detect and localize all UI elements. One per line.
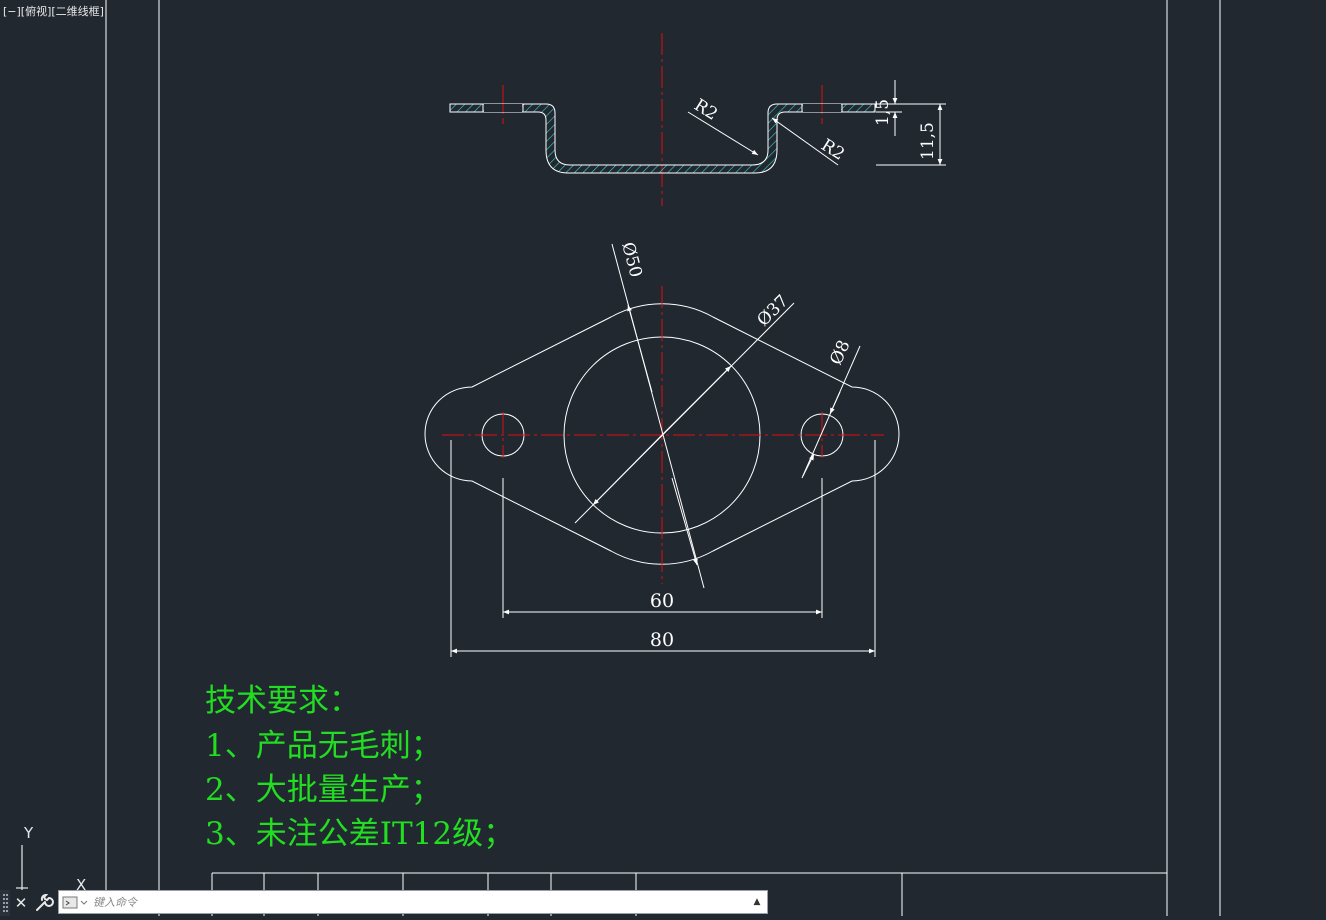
notes-item-2: 2、大批量生产；: [205, 772, 442, 808]
technical-notes: 技术要求： 1、产品无毛刺； 2、大批量生产； 3、未注公差IT12级；: [205, 683, 514, 852]
ucs-y-label: Y: [23, 824, 34, 842]
plan-view[interactable]: Ø50 Ø37 Ø8 60 80: [424, 240, 900, 657]
close-icon[interactable]: ✕: [14, 894, 28, 912]
dim-hole-spacing: 60: [650, 590, 674, 612]
dim-thickness: 1,5: [873, 99, 893, 126]
dim-r-right: R2: [817, 135, 848, 164]
notes-item-3: 3、未注公差IT12级；: [205, 816, 514, 852]
wrench-icon[interactable]: [34, 893, 54, 913]
section-profile: [449, 103, 876, 174]
command-input[interactable]: [93, 893, 733, 911]
notes-item-1: 1、产品无毛刺；: [205, 728, 442, 764]
dim-height: 11,5: [918, 122, 938, 160]
chevron-up-icon[interactable]: ▲: [753, 897, 761, 907]
flange-outline: [424, 303, 900, 565]
ucs-icon: [16, 845, 28, 890]
dim-hole-diameter: Ø8: [826, 337, 854, 368]
command-line[interactable]: ▲: [58, 890, 768, 914]
leader-r-left: [687, 111, 759, 156]
viewport-controls-label[interactable]: [−][俯视][二维线框]: [3, 5, 104, 18]
leader-r-right: [771, 117, 839, 166]
dim-r-left: R2: [690, 95, 721, 124]
dim-bore-diameter: Ø37: [753, 291, 792, 330]
section-view[interactable]: R2 R2 1,5 11,5: [449, 33, 946, 206]
command-line-grip[interactable]: [0, 890, 10, 916]
notes-title: 技术要求：: [205, 683, 360, 719]
ucs-x-label: X: [76, 876, 86, 894]
dim-overall-length: 80: [650, 629, 674, 651]
command-prompt-icon[interactable]: [62, 895, 92, 909]
dim-outer-diameter: Ø50: [617, 240, 646, 280]
drawing-frame: [105, 0, 1221, 916]
